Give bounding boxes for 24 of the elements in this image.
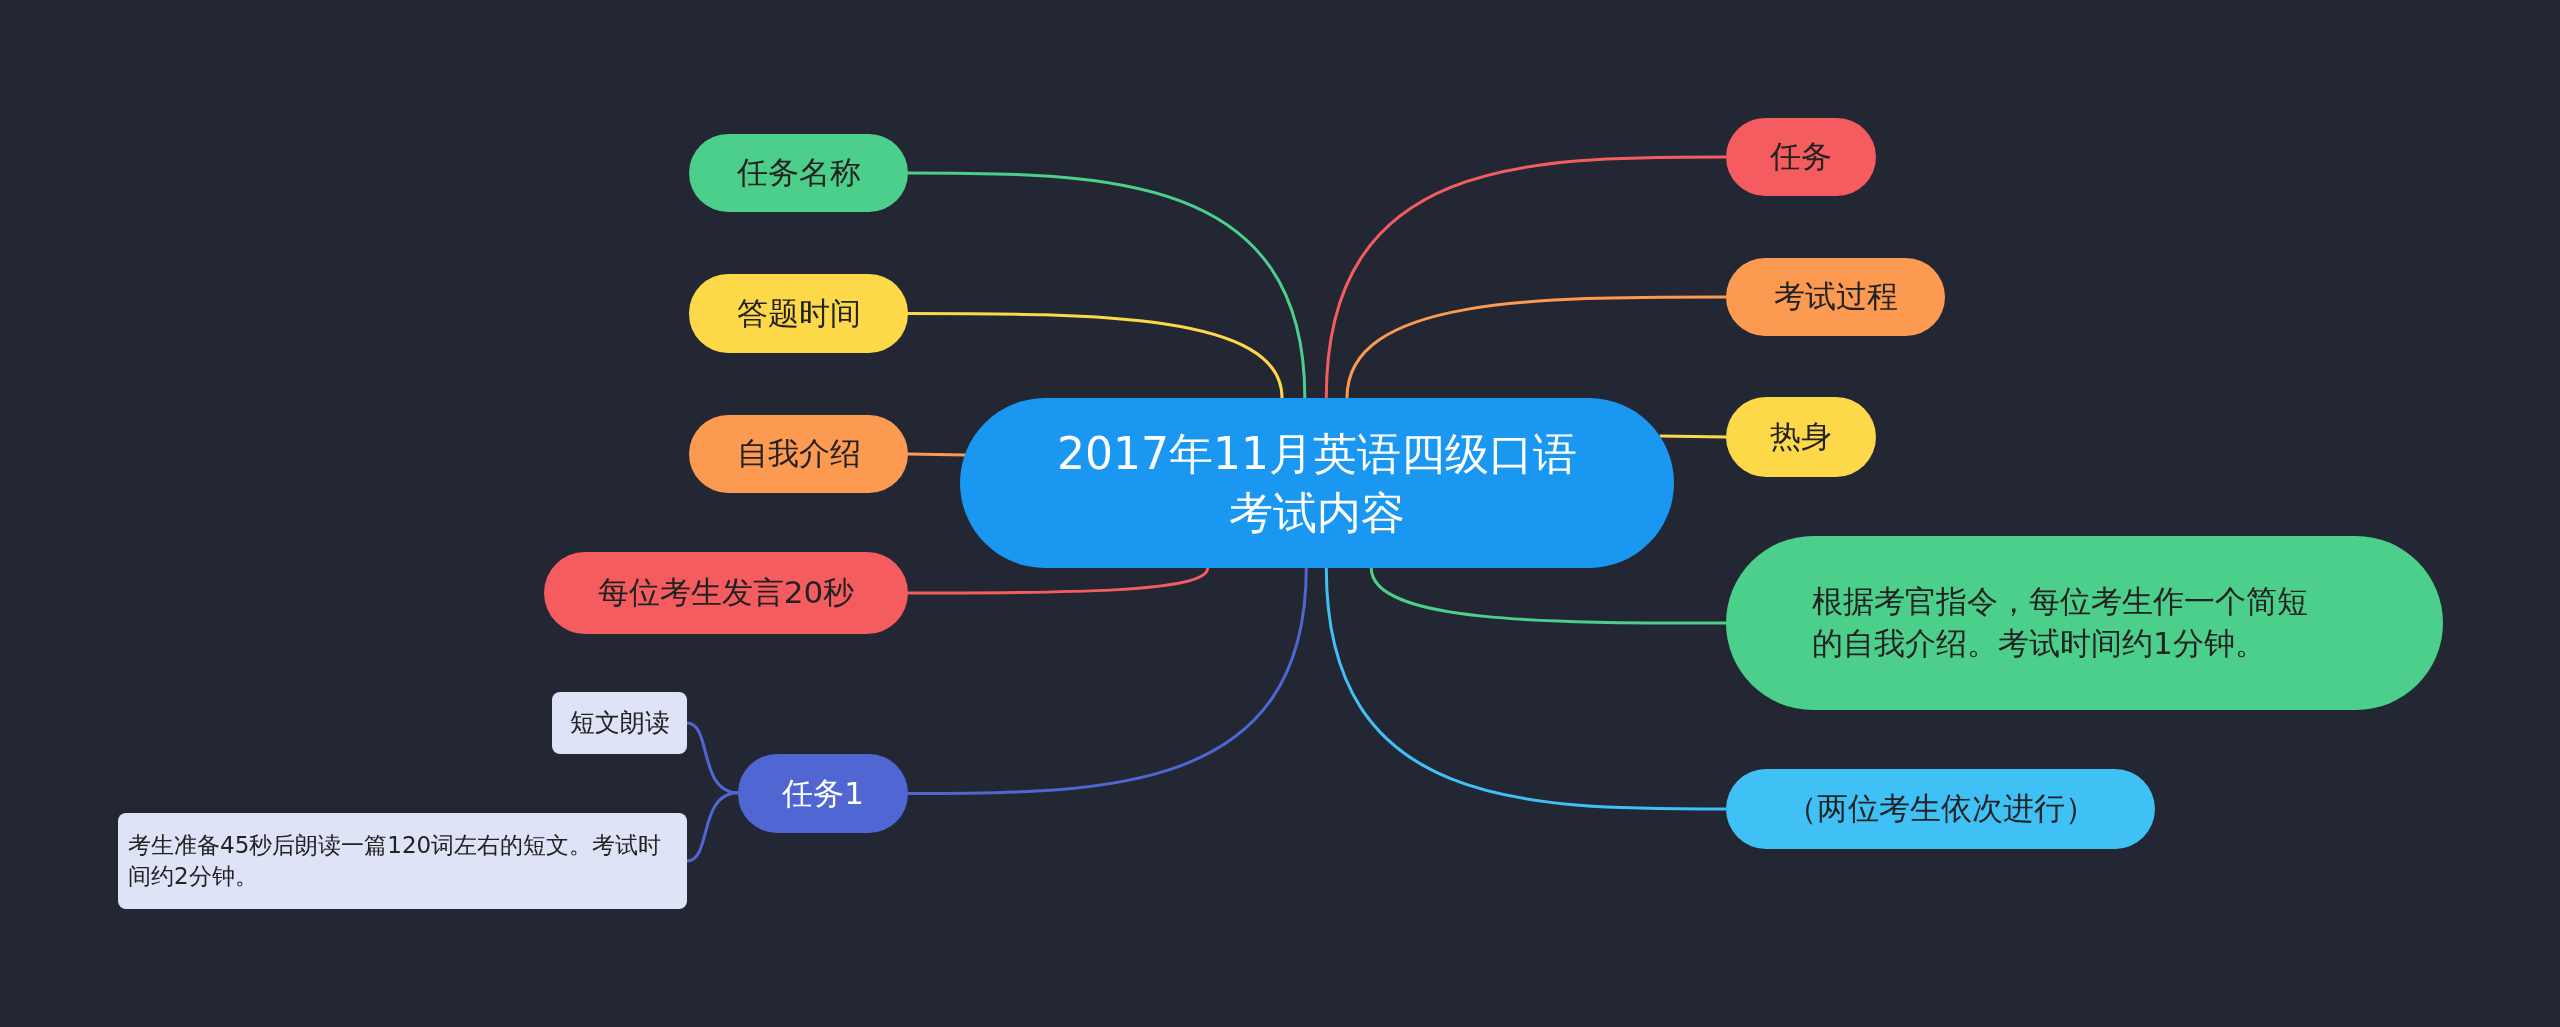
topic-pill: 答题时间 <box>689 274 908 353</box>
connector-line <box>1659 434 1726 439</box>
central-topic: 2017年11月英语四级口语考试内容 <box>960 398 1674 568</box>
topic-pill: 任务1 <box>738 754 908 833</box>
note-box: 短文朗读 <box>552 692 687 754</box>
connector-line <box>1324 155 1726 399</box>
topic-pill: 热身 <box>1726 397 1876 477</box>
topic-pill: 考试过程 <box>1726 258 1945 336</box>
topic-pill: （两位考生依次进行） <box>1726 769 2155 849</box>
topic-pill: 任务名称 <box>689 134 908 212</box>
connector-line <box>908 452 966 457</box>
connector-line <box>1345 295 1726 399</box>
topic-pill: 任务 <box>1726 118 1876 196</box>
topic-pill: 每位考生发言20秒 <box>544 552 908 634</box>
connector-line <box>1324 567 1726 811</box>
connector-line <box>908 312 1284 399</box>
connector-line <box>908 567 1308 795</box>
note-box: 考生准备45秒后朗读一篇120词左右的短文。考试时间约2分钟。 <box>118 813 687 909</box>
connector-line <box>908 171 1307 399</box>
topic-pill: 根据考官指令，每位考生作一个简短的自我介绍。考试时间约1分钟。 <box>1726 536 2443 710</box>
connector-line <box>686 791 739 863</box>
connector-line <box>1369 567 1726 625</box>
connector-line <box>908 567 1210 595</box>
topic-pill: 自我介绍 <box>689 415 908 493</box>
